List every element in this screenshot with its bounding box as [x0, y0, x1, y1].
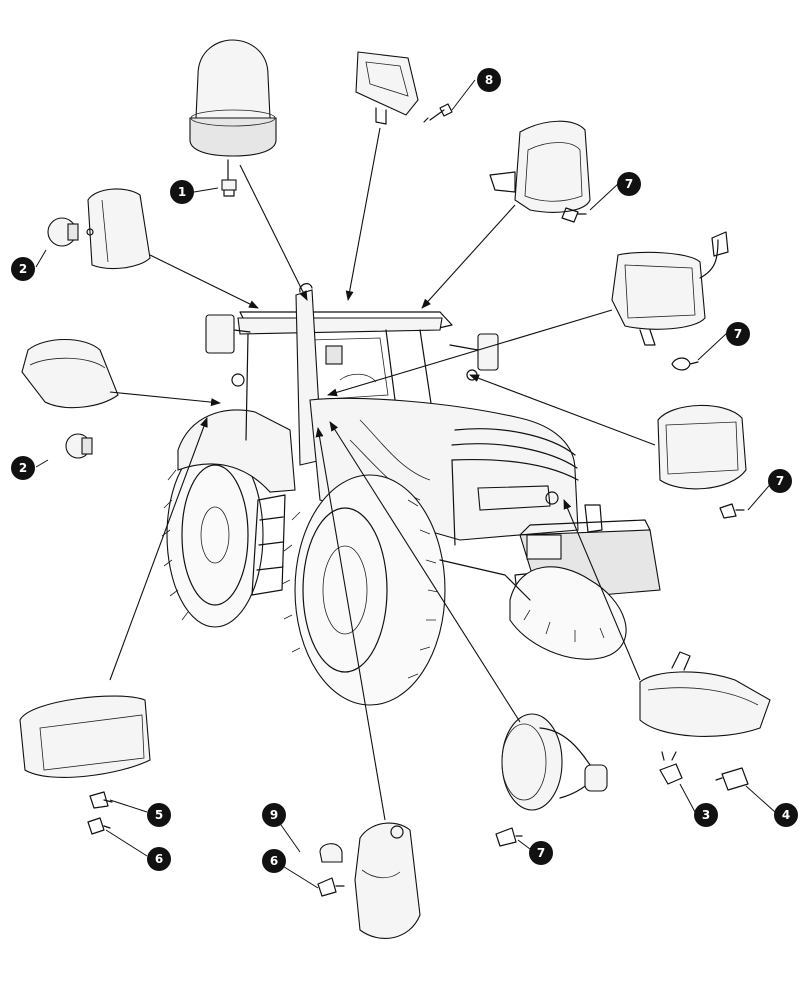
svg-text:7: 7 [734, 327, 742, 341]
svg-text:9: 9 [270, 808, 278, 822]
cab-worklamp-right [611, 231, 729, 346]
svg-text:7: 7 [537, 846, 545, 860]
bulb-8 [423, 103, 453, 123]
pointer-arrows [109, 127, 656, 821]
svg-text:7: 7 [625, 177, 633, 191]
left-fender [177, 409, 296, 493]
svg-text:7: 7 [776, 474, 784, 488]
callout-2b: 2 [11, 456, 35, 480]
callout-7d: 7 [529, 841, 553, 865]
callout-3: 3 [694, 803, 718, 827]
bulb-2a [47, 217, 79, 247]
svg-text:5: 5 [155, 808, 163, 822]
front-right-wheel [509, 566, 627, 660]
callout-7b: 7 [726, 322, 750, 346]
svg-text:6: 6 [270, 854, 278, 868]
fender-lamp [21, 338, 119, 409]
callout-6a: 6 [147, 847, 171, 871]
front-left-wheel [281, 474, 446, 706]
callout-6b: 6 [262, 849, 286, 873]
roof-worklamp-rear [355, 51, 419, 125]
beacon-lamp [189, 39, 277, 157]
roof-worklamp-front [489, 120, 591, 213]
bulb-7d [495, 827, 523, 847]
callout-4: 4 [774, 803, 798, 827]
headlamp [639, 651, 771, 737]
callout-5: 5 [147, 803, 171, 827]
callout-8: 8 [477, 68, 501, 92]
indicator-lamp [354, 822, 421, 939]
cab [205, 311, 499, 441]
callout-9: 9 [262, 803, 286, 827]
bulb-7a [561, 207, 587, 223]
bulb-3 [659, 751, 683, 785]
callout-2a: 2 [11, 257, 35, 281]
beacon-bulb [221, 159, 237, 197]
svg-text:2: 2 [19, 461, 27, 475]
svg-text:8: 8 [485, 73, 493, 87]
bulb-4 [715, 767, 749, 791]
bulb-9 [319, 843, 343, 863]
bulb-5 [89, 791, 113, 809]
svg-text:3: 3 [702, 808, 710, 822]
svg-text:4: 4 [782, 808, 790, 822]
rear-combination-lamp [19, 695, 151, 778]
svg-text:6: 6 [155, 852, 163, 866]
round-worklamp [501, 713, 608, 811]
side-marker-lamp [86, 188, 151, 270]
grille-worklamp [657, 404, 747, 490]
bulb-6a [87, 817, 111, 835]
bulb-7b [671, 357, 699, 371]
bulb-6b [317, 877, 345, 897]
svg-text:2: 2 [19, 262, 27, 276]
svg-text:1: 1 [178, 185, 186, 199]
bulb-2b [65, 433, 93, 459]
callout-7c: 7 [768, 469, 792, 493]
tractor [161, 283, 661, 706]
callout-1: 1 [170, 180, 194, 204]
bulb-7c [719, 503, 745, 519]
callout-7a: 7 [617, 172, 641, 196]
